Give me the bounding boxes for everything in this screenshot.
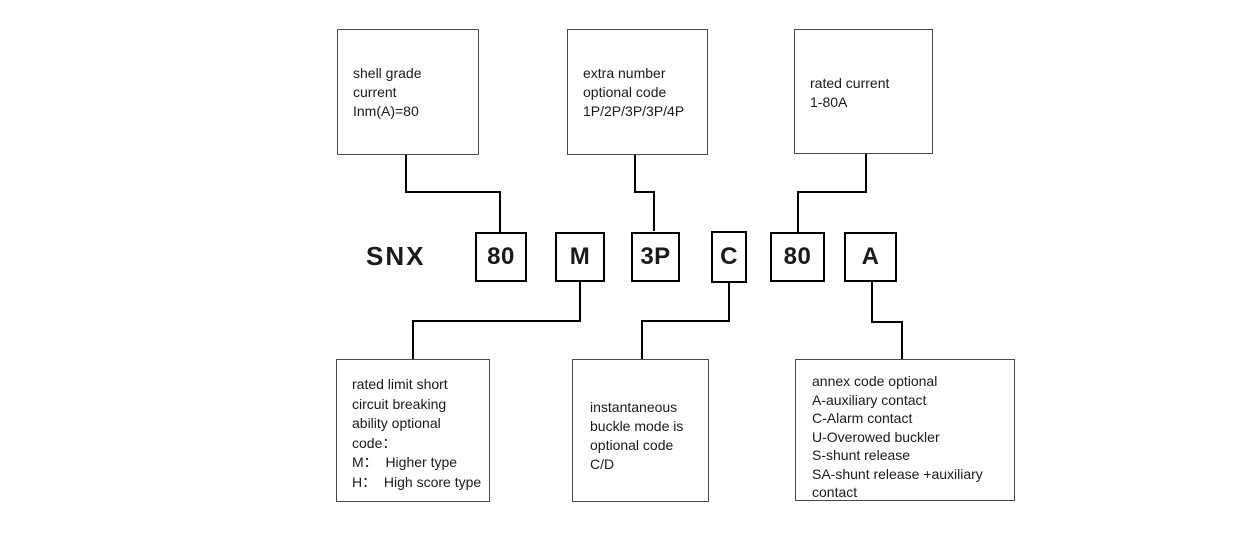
shell-grade-current-line: current bbox=[353, 84, 397, 100]
shell-grade-current-line: Inm(A)=80 bbox=[353, 103, 419, 119]
buckle-mode-line: buckle mode is bbox=[590, 418, 684, 434]
code-box-buckle-mode: C bbox=[711, 231, 747, 283]
annex-code-box: annex code optional A-auxiliary contact … bbox=[795, 359, 1015, 501]
annex-code-line: C-Alarm contact bbox=[812, 410, 913, 426]
connector-annex-code-to-annex-box bbox=[871, 282, 903, 359]
breaking-ability-box: rated limit short circuit breaking abili… bbox=[336, 359, 490, 502]
connector-curve-code-to-buckle-box bbox=[641, 283, 730, 359]
breaking-ability-line: ability optional bbox=[352, 415, 441, 431]
buckle-mode-line: optional code bbox=[590, 437, 674, 453]
shell-grade-current-box: shell grade current Inm(A)=80 bbox=[337, 29, 479, 155]
annex-code-line: U-Overowed buckler bbox=[812, 428, 940, 445]
breaking-ability-line: H： High score type bbox=[352, 473, 482, 490]
breaking-ability-line: M： Higher type bbox=[352, 454, 458, 470]
code-box-pole-number: 3P bbox=[631, 232, 680, 282]
annex-code-line: S-shunt release bbox=[812, 447, 911, 463]
annex-code-line: A-auxiliary contact bbox=[812, 391, 927, 408]
annex-code-line: contact bbox=[812, 484, 858, 500]
buckle-mode-line: C/D bbox=[590, 456, 615, 472]
connector-rated-current-to-current-code bbox=[797, 154, 867, 232]
extra-number-box: extra number optional code 1P/2P/3P/3P/4… bbox=[567, 29, 708, 155]
extra-number-line: extra number bbox=[583, 65, 666, 81]
annex-code-line: annex code optional bbox=[812, 373, 938, 389]
model-prefix-label: SNX bbox=[366, 241, 426, 271]
breaking-ability-line: rated limit short bbox=[352, 376, 448, 392]
code-box-breaking-ability: M bbox=[555, 232, 605, 282]
buckle-mode-line: instantaneous bbox=[590, 399, 678, 415]
code-box-frame-current: 80 bbox=[475, 232, 527, 282]
extra-number-line: optional code bbox=[583, 84, 667, 100]
rated-current-line: rated current bbox=[810, 75, 890, 91]
code-box-rated-current: 80 bbox=[770, 232, 825, 282]
buckle-mode-box: instantaneous buckle mode is optional co… bbox=[572, 359, 709, 502]
connector-extra-number-to-poles-code bbox=[634, 155, 655, 231]
shell-grade-current-line: shell grade bbox=[353, 65, 422, 81]
breaking-ability-line: code： bbox=[352, 434, 397, 451]
breaking-ability-line: circuit breaking bbox=[352, 395, 447, 412]
annex-code-line: SA-shunt release +auxiliary bbox=[812, 465, 983, 482]
code-box-annex: A bbox=[844, 232, 897, 282]
rated-current-box: rated current 1-80A bbox=[794, 29, 933, 154]
rated-current-line: 1-80A bbox=[810, 94, 848, 110]
extra-number-line: 1P/2P/3P/3P/4P bbox=[583, 103, 685, 119]
connector-breaking-code-to-breaking-box bbox=[412, 282, 581, 359]
connector-shell-grade-to-frame-code bbox=[405, 155, 501, 232]
